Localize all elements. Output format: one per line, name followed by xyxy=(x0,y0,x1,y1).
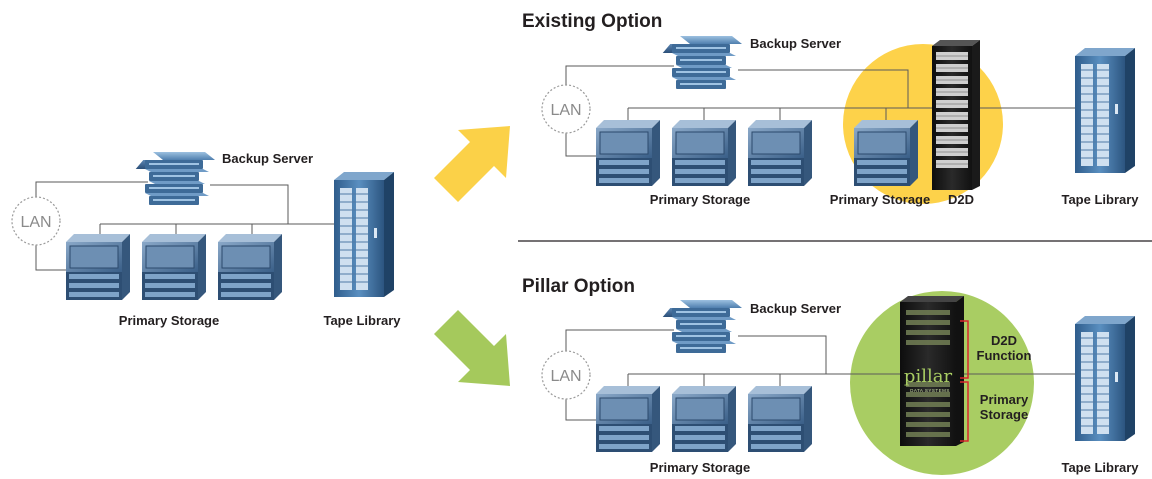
lan-label: LAN xyxy=(550,102,581,119)
primary-storage-label: Primary Storage xyxy=(830,192,930,207)
pillar-brand-subtext: DATA SYSTEMS xyxy=(910,388,950,393)
storage-unit-icon xyxy=(671,119,737,187)
pillar-logo: pillar DATA SYSTEMS xyxy=(904,366,953,393)
storage-unit-icon xyxy=(217,233,283,301)
existing-wires xyxy=(565,65,1075,157)
backup-server-icon xyxy=(662,300,742,353)
tape-library-label: Tape Library xyxy=(1061,460,1139,475)
storage-unit-icon xyxy=(853,119,919,187)
primary-storage-label: Primary Storage xyxy=(650,192,750,207)
d2d-function-label-line1: D2D xyxy=(991,333,1017,348)
storage-unit-icon xyxy=(595,385,661,453)
d2d-label: D2D xyxy=(948,192,974,207)
left-diagram: LAN Backup Server Primary Storage Tape L… xyxy=(11,151,401,328)
existing-option: Existing Option LAN Backup Server Primar… xyxy=(522,11,1139,207)
tape-library-label: Tape Library xyxy=(1061,192,1139,207)
pillar-title: Pillar Option xyxy=(522,276,635,297)
storage-unit-icon xyxy=(747,385,813,453)
storage-unit-icon xyxy=(65,233,131,301)
pillar-brand-text: pillar xyxy=(904,366,953,387)
storage-unit-icon xyxy=(747,119,813,187)
lan-icon xyxy=(11,196,61,246)
pillar-lan-node: LAN xyxy=(541,350,591,400)
tape-library-icon xyxy=(333,171,395,298)
storage-unit-icon xyxy=(141,233,207,301)
arrow-to-existing xyxy=(434,126,510,202)
backup-server-label: Backup Server xyxy=(222,151,313,166)
arrow-to-pillar xyxy=(434,310,510,386)
left-lan-node: LAN xyxy=(11,196,61,246)
storage-unit-icon xyxy=(595,119,661,187)
primary-storage-label: Primary Storage xyxy=(119,313,219,328)
primary-storage-bracket xyxy=(960,381,969,442)
storage-unit-icon xyxy=(671,385,737,453)
pillar-wires xyxy=(565,329,1075,421)
existing-lan-node: LAN xyxy=(541,84,591,134)
primary-storage-label-line2: Storage xyxy=(980,407,1028,422)
primary-storage-label: Primary Storage xyxy=(650,460,750,475)
left-wires xyxy=(35,181,340,271)
lan-label: LAN xyxy=(550,368,581,385)
backup-server-icon xyxy=(135,152,215,205)
pillar-option: Pillar Option LAN Backup Server Primary … xyxy=(522,276,1139,475)
lan-icon xyxy=(541,84,591,134)
lan-label: LAN xyxy=(20,214,51,231)
d2d-function-bracket xyxy=(960,320,969,379)
backup-server-label: Backup Server xyxy=(750,301,841,316)
tape-library-icon xyxy=(1074,47,1136,174)
backup-server-icon xyxy=(662,36,742,89)
tape-library-icon xyxy=(1074,315,1136,442)
primary-storage-label-line1: Primary xyxy=(980,392,1029,407)
tape-library-label: Tape Library xyxy=(323,313,401,328)
backup-server-label: Backup Server xyxy=(750,36,841,51)
d2d-function-label-line2: Function xyxy=(977,348,1032,363)
d2d-rack-icon xyxy=(931,39,981,191)
lan-icon xyxy=(541,350,591,400)
existing-title: Existing Option xyxy=(522,11,662,32)
